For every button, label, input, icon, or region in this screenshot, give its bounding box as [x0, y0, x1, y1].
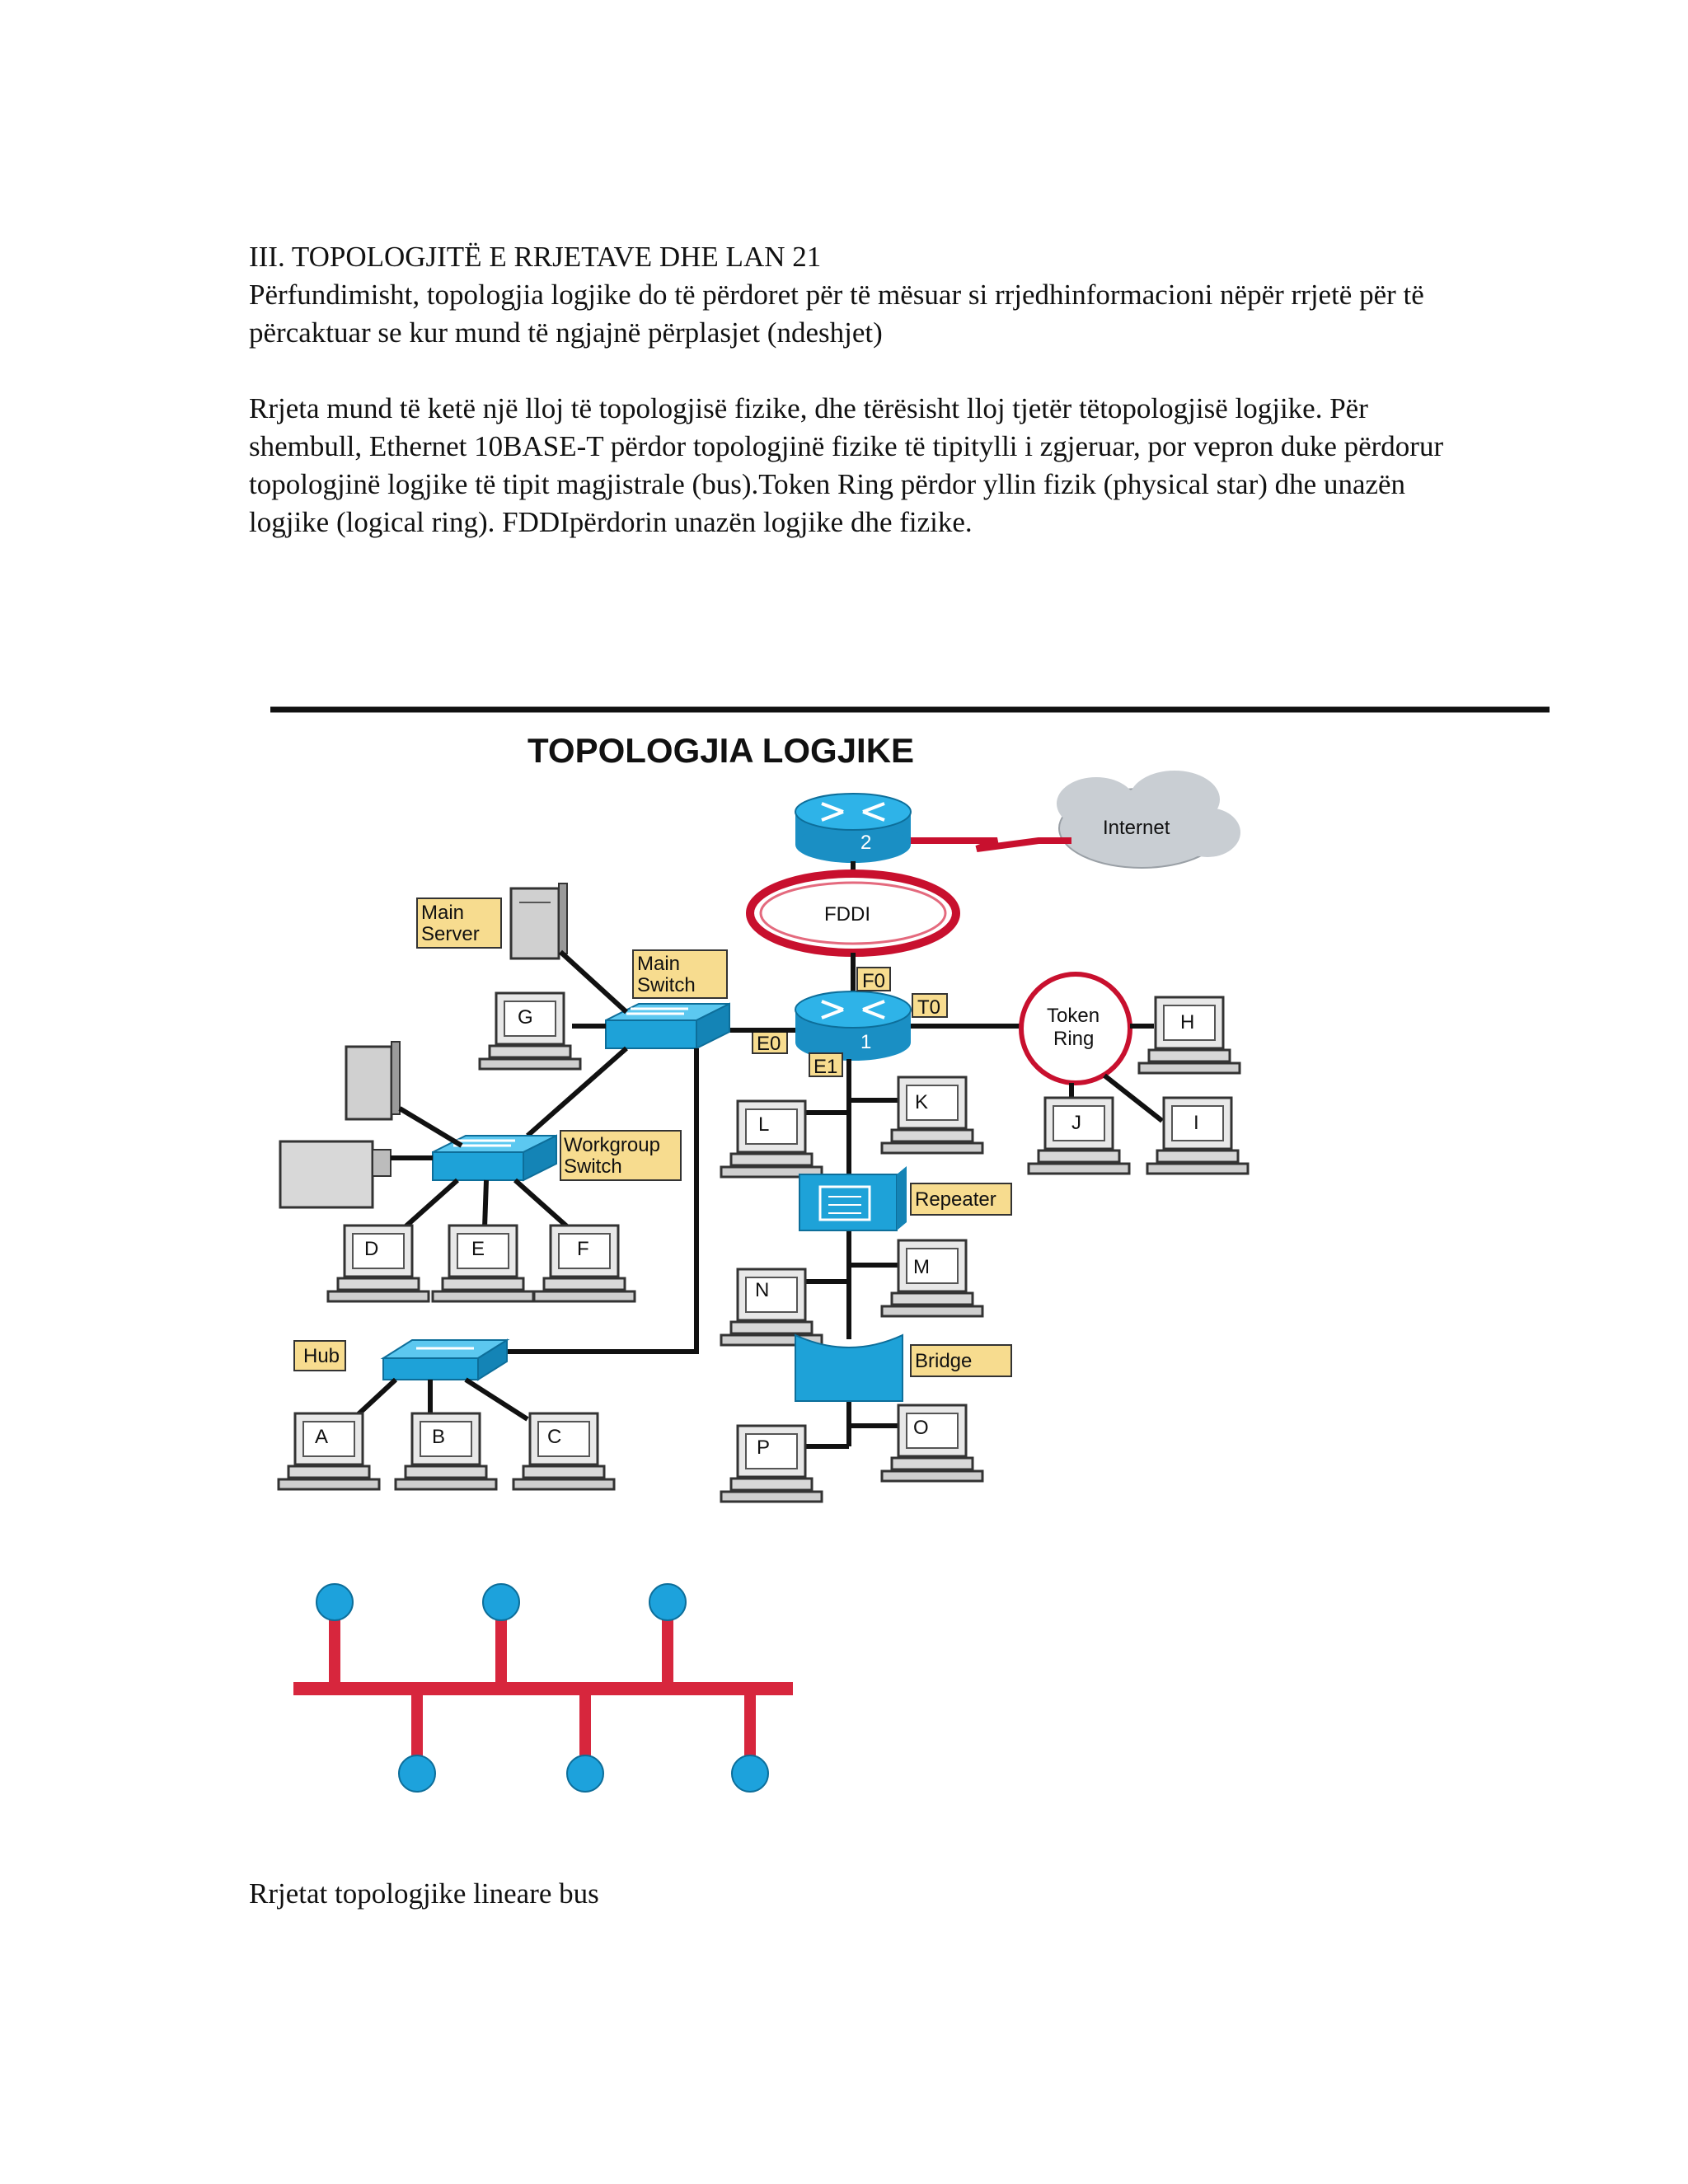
bridge-label: Bridge — [915, 1350, 972, 1372]
bus-topology-diagram — [293, 1583, 793, 1793]
pc-c — [512, 1412, 616, 1491]
pc-l-label: L — [758, 1113, 769, 1136]
paragraph-logical-topology: Përfundimisht, topologjia logjike do të … — [249, 279, 1424, 349]
port-e1-label: E1 — [814, 1056, 837, 1078]
internet-cloud: Internet — [1057, 771, 1240, 869]
pc-d — [326, 1224, 430, 1303]
pc-n-label: N — [755, 1279, 769, 1301]
pc-m-label: M — [913, 1256, 930, 1278]
bus-node — [316, 1583, 354, 1621]
main-switch-label-2: Switch — [637, 974, 696, 996]
pc-j-label: J — [1071, 1112, 1081, 1134]
pc-i — [1146, 1096, 1250, 1175]
pc-i-label: I — [1193, 1112, 1199, 1134]
pc-o — [880, 1404, 984, 1483]
repeater-label: Repeater — [915, 1188, 996, 1211]
bridge-device — [795, 1333, 903, 1402]
main-server-label-1: Main — [421, 902, 464, 924]
pc-h-label: H — [1180, 1011, 1194, 1033]
main-server — [509, 883, 568, 960]
pc-e-label: E — [471, 1238, 485, 1260]
pc-k — [880, 1076, 984, 1155]
pc-h — [1137, 996, 1241, 1075]
pc-f-label: F — [577, 1238, 589, 1260]
bus-node — [566, 1755, 604, 1793]
pc-b-label: B — [432, 1426, 445, 1448]
pc-a — [277, 1412, 381, 1491]
pc-c-label: C — [547, 1426, 561, 1448]
paragraph-physical-vs-logical: Rrjeta mund të ketë një lloj të topologj… — [249, 392, 1444, 538]
pc-g-label: G — [518, 1006, 533, 1029]
pc-m — [880, 1239, 984, 1318]
port-t0-label: T0 — [917, 996, 940, 1019]
pc-p — [720, 1424, 823, 1503]
pc-j — [1027, 1096, 1131, 1175]
fddi-label: FDDI — [824, 903, 870, 926]
hub-device — [380, 1338, 510, 1381]
port-e0-label: E0 — [757, 1033, 781, 1055]
router-1 — [794, 990, 912, 1062]
wan-link — [911, 837, 1071, 852]
pc-o-label: O — [913, 1417, 929, 1439]
printer — [279, 1140, 392, 1209]
token-ring-label-1: Token — [1047, 1005, 1100, 1027]
workgroup-server — [345, 1041, 401, 1121]
pc-b — [394, 1412, 498, 1491]
bus-node — [731, 1755, 769, 1793]
pc-f — [532, 1224, 636, 1303]
bus-node — [649, 1583, 687, 1621]
pc-g — [478, 991, 582, 1071]
pc-d-label: D — [364, 1238, 378, 1260]
section-heading: III. TOPOLOGJITË E RRJETAVE DHE LAN 21 — [249, 241, 822, 273]
pc-k-label: K — [915, 1091, 928, 1113]
internet-label: Internet — [1103, 817, 1170, 839]
main-switch-label-1: Main — [637, 953, 680, 975]
diagram-title: TOPOLOGJIA LOGJIKE — [528, 731, 914, 770]
pc-a-label: A — [315, 1426, 328, 1448]
workgroup-switch-label-1: Workgroup — [564, 1134, 660, 1156]
bus-caption: Rrjetat topologjike lineare bus — [249, 1877, 599, 1910]
pc-p-label: P — [757, 1436, 770, 1459]
hub-label: Hub — [303, 1345, 340, 1367]
router-2-label: 2 — [860, 832, 871, 854]
main-server-label-2: Server — [421, 923, 480, 945]
router-2 — [794, 792, 912, 865]
token-ring-label-2: Ring — [1053, 1028, 1094, 1050]
bus-node — [482, 1583, 520, 1621]
port-f0-label: F0 — [862, 970, 885, 992]
router-1-label: 1 — [860, 1031, 871, 1053]
workgroup-switch — [431, 1134, 558, 1182]
repeater-device — [799, 1166, 907, 1231]
workgroup-switch-label-2: Switch — [564, 1155, 622, 1178]
bus-node — [398, 1755, 436, 1793]
pc-e — [431, 1224, 535, 1303]
